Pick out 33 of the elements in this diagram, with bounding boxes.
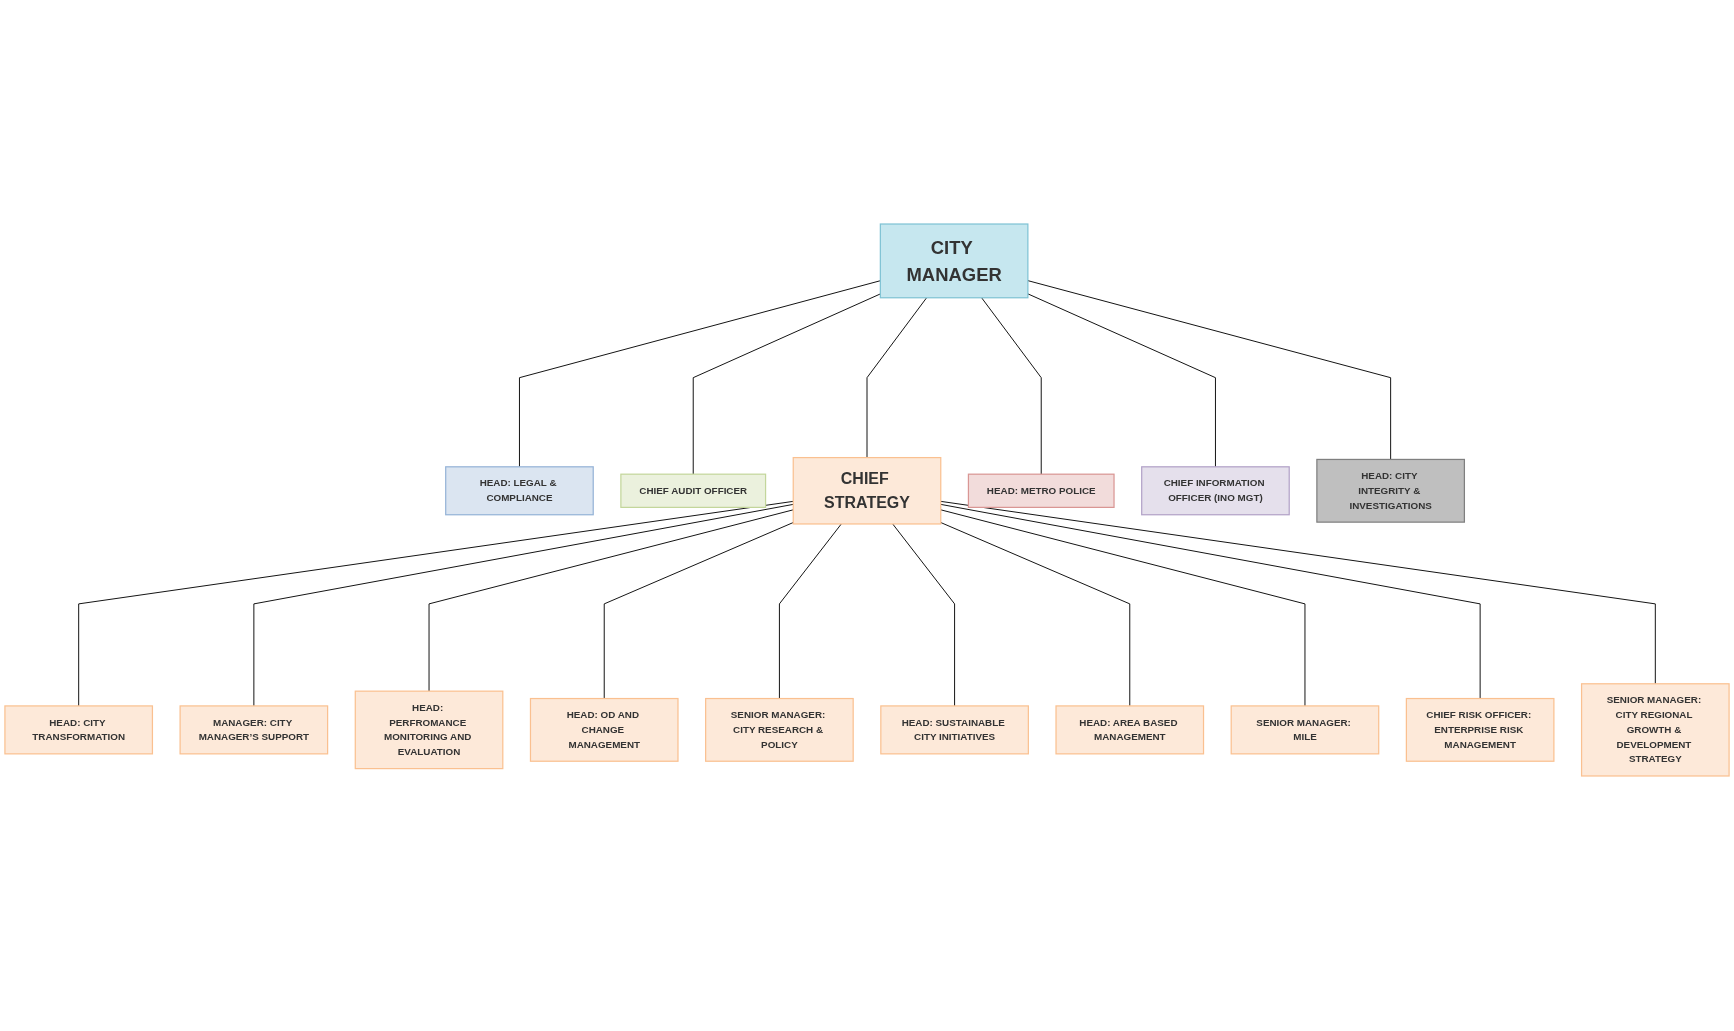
node-box: CHIEF STRATEGY xyxy=(792,456,942,525)
connector xyxy=(940,509,1306,707)
node-box: MANAGER: CITY MANAGER’S SUPPORT xyxy=(179,705,329,755)
node-box: HEAD: LEGAL & COMPLIANCE xyxy=(445,466,594,516)
connector xyxy=(519,280,881,468)
connector xyxy=(940,500,1656,685)
connector xyxy=(1027,293,1216,468)
connector xyxy=(940,522,1131,707)
node-box: CITY MANAGER xyxy=(879,223,1029,299)
connector xyxy=(428,509,794,692)
connector xyxy=(603,522,794,699)
connector xyxy=(981,297,1042,475)
node-box: HEAD: METRO POLICE xyxy=(967,473,1115,508)
connector xyxy=(692,293,881,475)
connector xyxy=(78,500,794,707)
node-box: SENIOR MANAGER: CITY RESEARCH & POLICY xyxy=(705,697,854,762)
connector xyxy=(778,523,842,699)
node-box: HEAD: AREA BASED MANAGEMENT xyxy=(1055,705,1205,755)
node-box: HEAD: SUSTAINABLE CITY INITIATIVES xyxy=(880,705,1029,755)
node-box: HEAD: CITY INTEGRITY & INVESTIGATIONS xyxy=(1316,458,1465,523)
connector xyxy=(866,297,928,459)
node-box: HEAD: CITY TRANSFORMATION xyxy=(4,705,154,755)
node-box: HEAD: OD AND CHANGE MANAGEMENT xyxy=(529,697,679,762)
connector xyxy=(1027,280,1392,460)
node-box: CHIEF RISK OFFICER: ENTERPRISE RISK MANAGEMENT xyxy=(1405,697,1555,762)
connector xyxy=(253,503,794,707)
node-box: HEAD: PERFROMANCE MONITORING AND EVALUATION xyxy=(354,690,504,770)
node-box: CHIEF INFORMATION OFFICER (INO MGT) xyxy=(1141,466,1290,516)
node-box: CHIEF AUDIT OFFICER xyxy=(620,473,767,508)
node-box: SENIOR MANAGER: MILE xyxy=(1230,705,1380,755)
connector xyxy=(892,523,956,707)
node-box: SENIOR MANAGER: CITY REGIONAL GROWTH & DEVELOPMENT STRATEGY xyxy=(1580,683,1730,777)
connector xyxy=(940,503,1481,699)
